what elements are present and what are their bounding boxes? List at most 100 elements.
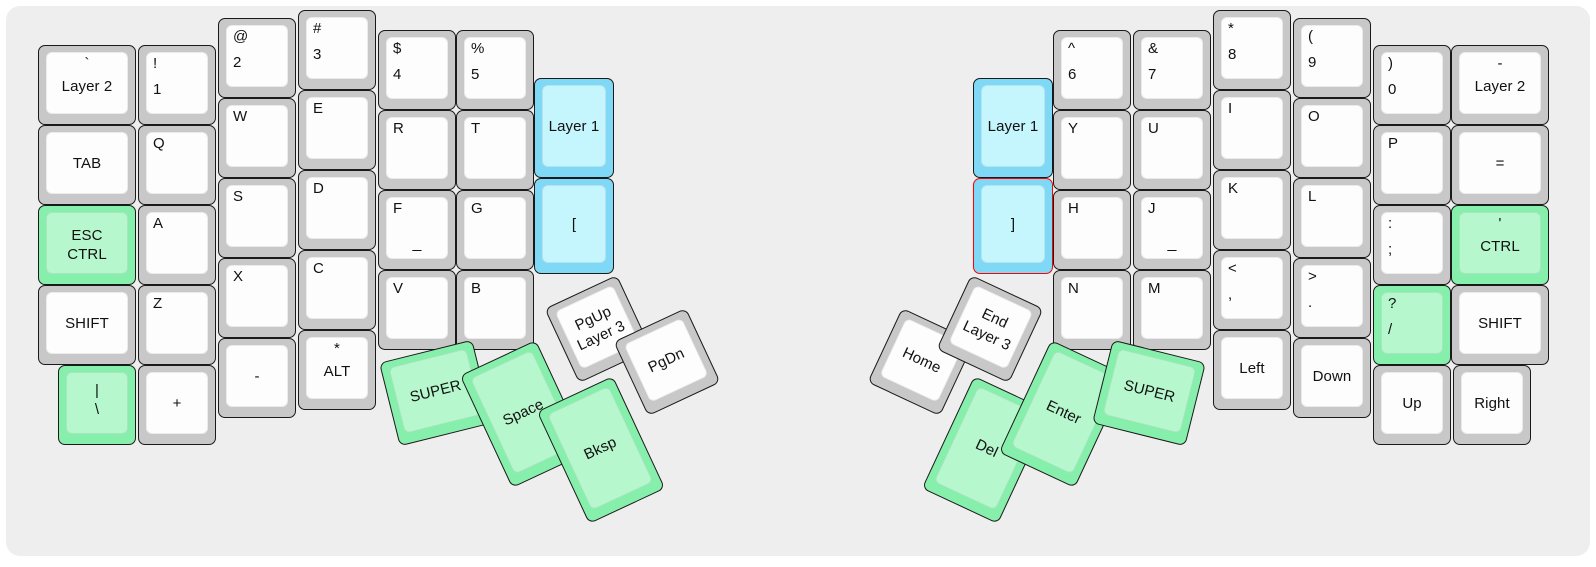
key-[interactable]: - — [218, 338, 296, 418]
key-c[interactable]: C — [298, 250, 376, 330]
key-[interactable]: [ — [534, 178, 614, 274]
key-down[interactable]: Down — [1293, 338, 1371, 418]
key-a[interactable]: A — [138, 205, 216, 285]
key-cap — [1459, 132, 1541, 194]
key-v[interactable]: V — [378, 270, 456, 350]
key-z[interactable]: Z — [138, 285, 216, 365]
key-layer-2[interactable]: -Layer 2 — [1451, 45, 1549, 125]
key-alt[interactable]: *ALT — [298, 330, 376, 410]
key-cap — [1301, 345, 1363, 407]
key-cap — [226, 105, 288, 167]
key-[interactable]: ?/ — [1373, 285, 1451, 365]
key-cap — [1221, 337, 1283, 399]
key-cap — [226, 345, 288, 407]
key-[interactable]: + — [138, 365, 216, 445]
key-cap — [1141, 277, 1203, 339]
key-cap — [306, 177, 368, 239]
key-e[interactable]: E — [298, 90, 376, 170]
key-[interactable]: <, — [1213, 250, 1291, 330]
key-cap — [306, 97, 368, 159]
key-shift[interactable]: SHIFT — [1451, 285, 1549, 365]
key-cap — [46, 132, 128, 194]
key-cap — [464, 37, 526, 99]
key-h[interactable]: H — [1053, 190, 1131, 270]
key-cap — [542, 85, 606, 167]
key-j[interactable]: J_ — [1133, 190, 1211, 270]
key-k[interactable]: K — [1213, 170, 1291, 250]
key-2[interactable]: @2 — [218, 18, 296, 98]
key-d[interactable]: D — [298, 170, 376, 250]
key-u[interactable]: U — [1133, 110, 1211, 190]
key-3[interactable]: #3 — [298, 10, 376, 90]
key-8[interactable]: *8 — [1213, 10, 1291, 90]
key-y[interactable]: Y — [1053, 110, 1131, 190]
key-cap — [1459, 212, 1541, 274]
key-x[interactable]: X — [218, 258, 296, 338]
key-cap — [1102, 348, 1197, 434]
key-cap — [386, 277, 448, 339]
key-cap — [386, 37, 448, 99]
key-tab[interactable]: TAB — [38, 125, 136, 205]
key-layer-2[interactable]: `Layer 2 — [38, 45, 136, 125]
key-cap — [1459, 292, 1541, 354]
key-cap — [1381, 132, 1443, 194]
key-l[interactable]: L — [1293, 178, 1371, 258]
key-cap — [1221, 177, 1283, 239]
key-7[interactable]: &7 — [1133, 30, 1211, 110]
key-[interactable]: |\ — [58, 365, 136, 445]
key-5[interactable]: %5 — [456, 30, 534, 110]
key-right[interactable]: Right — [1453, 365, 1531, 445]
key-9[interactable]: (9 — [1293, 18, 1371, 98]
key-[interactable]: :; — [1373, 205, 1451, 285]
key-cap — [1221, 257, 1283, 319]
key-n[interactable]: N — [1053, 270, 1131, 350]
key-layer-1[interactable]: Layer 1 — [534, 78, 614, 178]
key-g[interactable]: G — [456, 190, 534, 270]
key-o[interactable]: O — [1293, 98, 1371, 178]
key-cap — [46, 52, 128, 114]
key-layer-1[interactable]: Layer 1 — [973, 78, 1053, 178]
key-cap — [1141, 117, 1203, 179]
key-cap — [981, 85, 1045, 167]
key-p[interactable]: P — [1373, 125, 1451, 205]
key-cap — [1301, 265, 1363, 327]
key-cap — [1141, 197, 1203, 259]
key-left[interactable]: Left — [1213, 330, 1291, 410]
key-b[interactable]: B — [456, 270, 534, 350]
key-cap — [1301, 105, 1363, 167]
key-cap — [542, 185, 606, 263]
key-cap — [146, 212, 208, 274]
key-[interactable]: = — [1451, 125, 1549, 205]
key-cap — [1459, 52, 1541, 114]
key-m[interactable]: M — [1133, 270, 1211, 350]
key-cap — [1061, 277, 1123, 339]
key-cap — [146, 292, 208, 354]
key-1[interactable]: !1 — [138, 45, 216, 125]
key-cap — [1381, 212, 1443, 274]
key-cap — [1301, 25, 1363, 87]
key-q[interactable]: Q — [138, 125, 216, 205]
key-t[interactable]: T — [456, 110, 534, 190]
key-cap — [226, 25, 288, 87]
key-shift[interactable]: SHIFT — [38, 285, 136, 365]
key-[interactable]: >. — [1293, 258, 1371, 338]
key-6[interactable]: ^6 — [1053, 30, 1131, 110]
key-cap — [146, 372, 208, 434]
key-i[interactable]: I — [1213, 90, 1291, 170]
key-[interactable]: ] — [973, 178, 1053, 274]
key-cap — [306, 257, 368, 319]
key-cap — [146, 52, 208, 114]
key-up[interactable]: Up — [1373, 365, 1451, 445]
key-0[interactable]: )0 — [1373, 45, 1451, 125]
key-w[interactable]: W — [218, 98, 296, 178]
key-cap — [226, 265, 288, 327]
key-4[interactable]: $4 — [378, 30, 456, 110]
key-s[interactable]: S — [218, 178, 296, 258]
key-cap — [1381, 292, 1443, 354]
key-cap — [948, 284, 1034, 370]
key-ctrl[interactable]: 'CTRL — [1451, 205, 1549, 285]
key-cap — [1221, 17, 1283, 79]
key-r[interactable]: R — [378, 110, 456, 190]
key-f[interactable]: F_ — [378, 190, 456, 270]
